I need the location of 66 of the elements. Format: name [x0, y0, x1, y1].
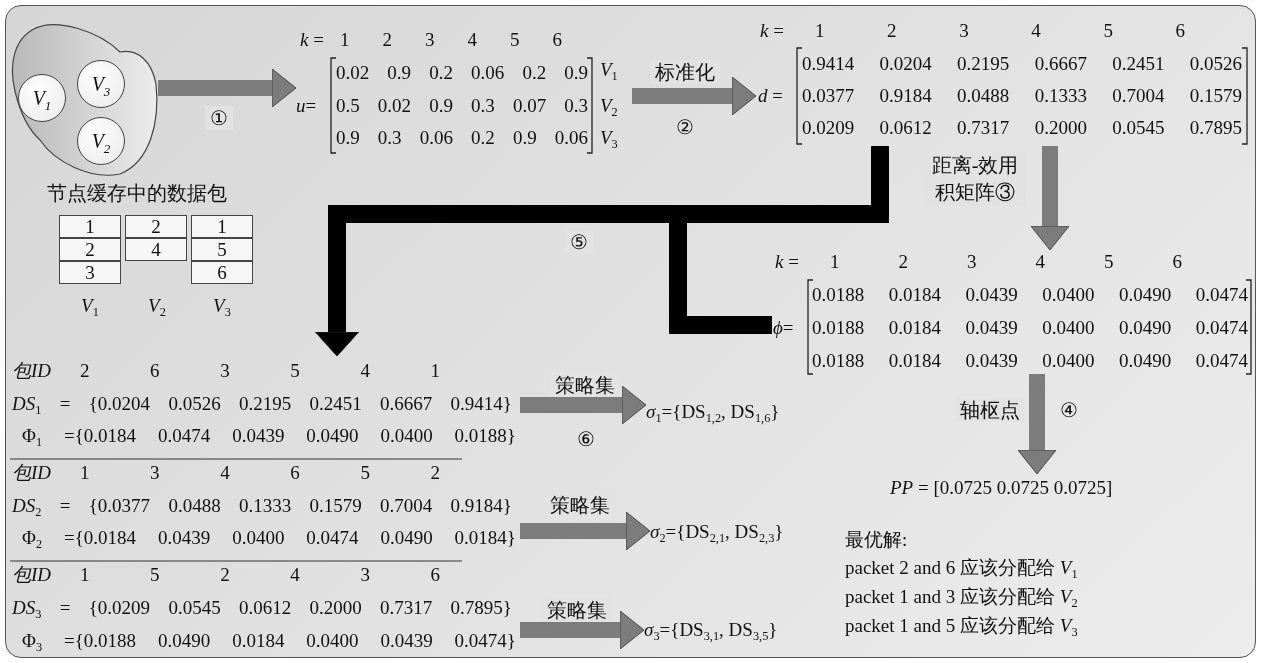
matrix-name: d = — [758, 84, 784, 108]
note-text: packet 2 and 6 应该分配给 V$_{1}$ — [845, 556, 1079, 580]
table-cell: 1 — [191, 215, 253, 238]
formula-text: σ$_{2}$={DS$_{2,1}$, DS$_{2,3}$} — [650, 518, 835, 546]
row-header: 包ID — [12, 359, 53, 383]
matrix-row: 0.0188 0.0184 0.0439 0.0400 0.0490 0.0474 — [812, 283, 1248, 307]
node-label: 节点缓存中的数据包 — [47, 181, 228, 205]
column-numbers: 1 2 3 4 5 6 — [340, 28, 562, 52]
arrow — [1017, 374, 1057, 475]
utility-values: Φ$_{3}$ ={0.0188 0.0490 0.0184 0.0400 0.0439 0.0474} — [22, 629, 516, 653]
column-numbers: 1 2 3 4 5 6 — [815, 19, 1185, 43]
arrow — [520, 610, 645, 650]
arrow — [1030, 146, 1070, 251]
packet-ids: 2 6 3 5 4 1 — [80, 359, 440, 383]
edge-label: 轴枢点 — [956, 398, 1024, 422]
edge-label: 标准化 — [650, 60, 720, 84]
arrow — [632, 76, 757, 116]
column-header: k = — [300, 28, 325, 52]
edge-label: ① — [205, 106, 233, 130]
column-header: k = — [775, 250, 800, 274]
matrix-row: 0.0209 0.0612 0.7317 0.2000 0.0545 0.7895 — [802, 116, 1242, 140]
table-cell: 3 — [59, 261, 121, 284]
row-label: V$_{1}$ — [600, 58, 619, 82]
utility-values: Φ$_{2}$ ={0.0184 0.0439 0.0400 0.0474 0.0490 0.0184} — [22, 526, 516, 550]
table-cell: 6 — [191, 261, 253, 284]
matrix-row: 0.0188 0.0184 0.0439 0.0400 0.0490 0.0474 — [812, 316, 1248, 340]
sorted-values: DS$_{2}$ = {0.0377 0.0488 0.1333 0.1579 0.7004 0.9184} — [12, 494, 512, 518]
sorted-values: DS$_{1}$ = {0.0204 0.0526 0.2195 0.2451 0.6667 0.9414} — [12, 392, 512, 416]
formula-text: σ$_{3}$={DS$_{3,1}$, DS$_{3,5}$} — [644, 616, 829, 644]
table-cell: 4 — [125, 238, 187, 261]
matrix-row: 0.9414 0.0204 0.2195 0.6667 0.2451 0.0526 — [802, 52, 1242, 76]
matrix-row: 0.0188 0.0184 0.0439 0.0400 0.0490 0.0474 — [812, 349, 1248, 373]
matrix-row: 0.0377 0.9184 0.0488 0.1333 0.7004 0.1579 — [802, 84, 1242, 108]
column-label: V$_{3}$ — [212, 294, 232, 318]
row-header: 包ID — [12, 563, 53, 587]
note-text: packet 1 and 3 应该分配给 V$_{2}$ — [845, 585, 1079, 609]
row-label: V$_{3}$ — [600, 126, 619, 150]
arrow — [520, 511, 651, 551]
matrix-name: ϕ= — [773, 316, 795, 340]
column-label: V$_{1}$ — [80, 294, 100, 318]
table-cell: 2 — [125, 215, 187, 238]
matrix-name: u= — [296, 94, 318, 118]
sorted-values: DS$_{3}$ = {0.0209 0.0545 0.0612 0.2000 0.7317 0.7895} — [12, 596, 512, 620]
formula-text: PP = [0.0725 0.0725 0.0725] — [890, 474, 1175, 502]
column-header: k = — [760, 19, 785, 43]
note-text: 最优解: — [845, 528, 909, 552]
table-cell: 1 — [59, 215, 121, 238]
note-text: packet 1 and 5 应该分配给 V$_{3}$ — [845, 614, 1079, 638]
column-numbers: 1 2 3 4 5 6 — [830, 250, 1182, 274]
table-cell: 5 — [191, 238, 253, 261]
arrow — [520, 385, 647, 425]
column-label: V$_{2}$ — [147, 294, 167, 318]
matrix-row: 0.02 0.9 0.2 0.06 0.2 0.9 — [336, 61, 588, 85]
formula-text: σ$_{1}$={DS$_{1,2}$, DS$_{1,6}$} — [646, 398, 831, 426]
table-cell: 2 — [59, 238, 121, 261]
packet-ids: 1 5 2 4 3 6 — [80, 563, 440, 587]
step-number: ② — [675, 115, 695, 139]
packet-ids: 1 3 4 6 5 2 — [80, 461, 440, 485]
row-label: V$_{2}$ — [600, 94, 619, 118]
step-number: ④ — [1059, 398, 1079, 422]
arrow — [158, 68, 297, 108]
utility-values: Φ$_{1}$ ={0.0184 0.0474 0.0439 0.0490 0.0400 0.0188} — [22, 424, 516, 448]
step-number: ⑥ — [576, 427, 596, 451]
matrix-row: 0.9 0.3 0.06 0.2 0.9 0.06 — [336, 126, 588, 150]
matrix-row: 0.5 0.02 0.9 0.3 0.07 0.3 — [336, 94, 588, 118]
row-header: 包ID — [12, 461, 53, 485]
